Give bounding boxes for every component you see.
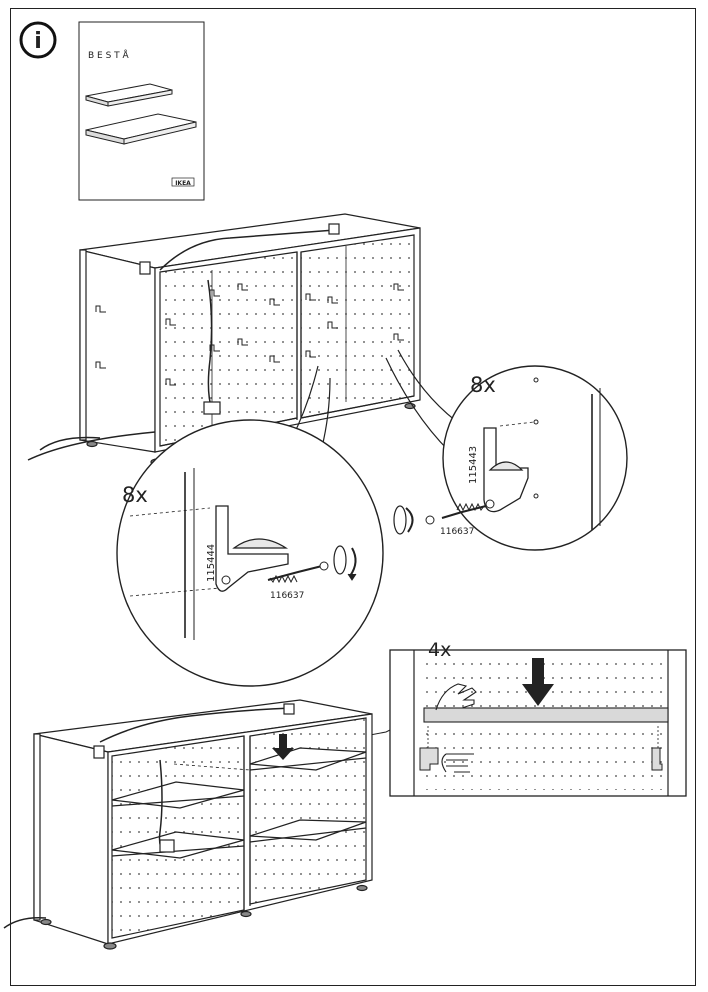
callout-right-qty: 8x: [470, 373, 496, 397]
ikea-logo-icon: [171, 177, 195, 187]
shelf-detail-box: [389, 649, 687, 797]
hand-press-icon: [435, 683, 477, 711]
booklet-shelf-small-icon: [85, 83, 173, 107]
besta-booklet: B E S T Å IKEA: [78, 21, 205, 201]
shelf-insert-arrow-icon: [272, 734, 294, 760]
callout-left-screw-part: 116637: [270, 591, 304, 601]
svg-text:i: i: [34, 29, 42, 54]
cabinet-bottom-illustration: [3, 699, 391, 950]
shelf-detail-qty: 4x: [428, 639, 451, 661]
callout-right-screw-part: 116637: [440, 527, 474, 537]
booklet-brand-text: B E S T Å: [88, 49, 130, 61]
page-border: [10, 8, 696, 986]
ikea-logo-text: IKEA: [175, 180, 191, 187]
callout-left-bracket-part: 115444: [206, 544, 217, 582]
info-icon: i: [19, 21, 57, 59]
callout-left-qty: 8x: [122, 483, 148, 507]
booklet-shelf-large-icon: [85, 113, 197, 145]
callout-right-bracket: [385, 349, 628, 551]
cabinet-bracket-icons: [95, 283, 404, 386]
cabinet-top-illustration: [27, 213, 421, 466]
press-down-arrow-icon: [522, 658, 554, 706]
callout-right-bracket-part: 115443: [468, 446, 479, 484]
callout-left-bracket: [116, 365, 384, 687]
pointing-hand-icon: [441, 753, 474, 773]
